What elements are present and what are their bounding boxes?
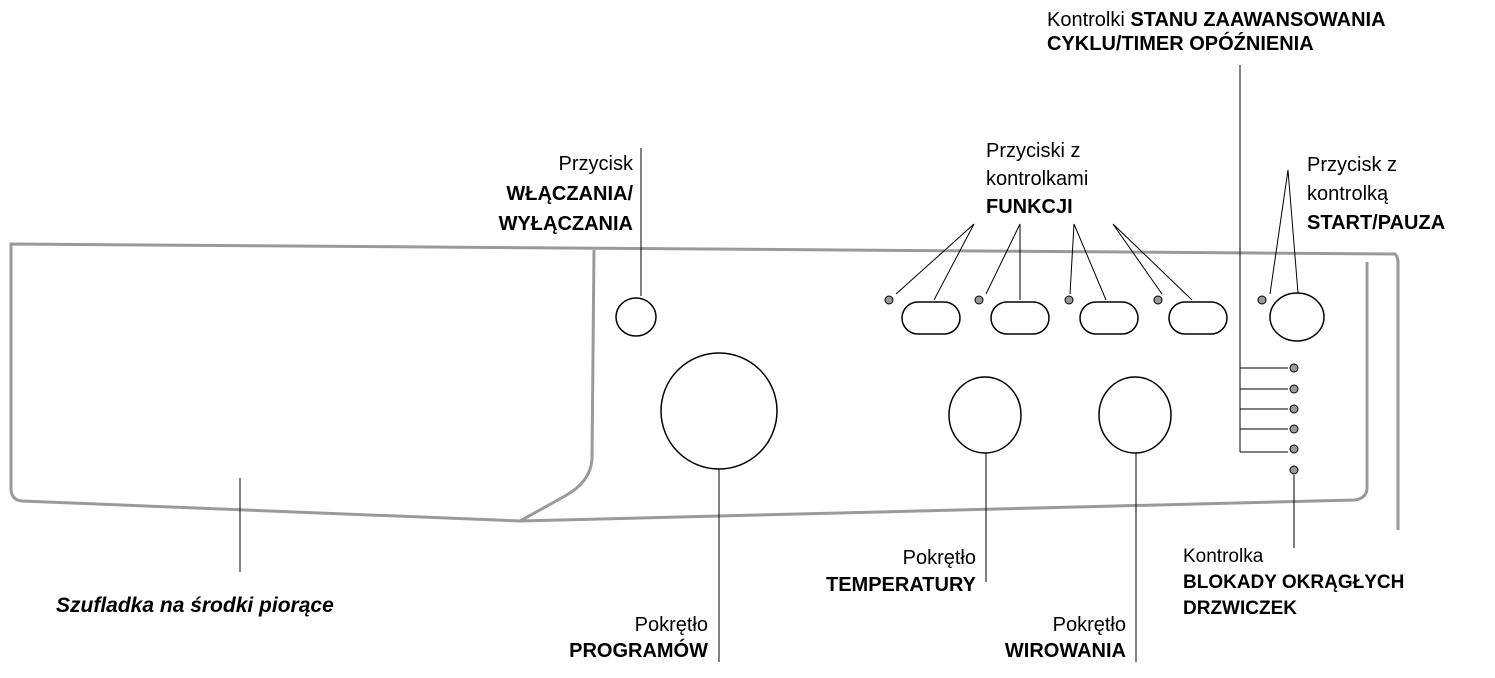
program-knob[interactable] [660,352,778,470]
door-lock-label: Kontrolka BLOKADY OKRĄGŁYCH DRZWICZEK [1183,544,1404,622]
start-label-line1: Przycisk z [1307,154,1397,176]
spin-knob[interactable] [1098,376,1172,454]
leader-lines [239,65,1299,662]
progress-led-4 [1289,424,1299,434]
progress-led-2 [1289,384,1299,394]
function-leader-3 [1069,223,1107,301]
function-label-line2: kontrolkami [986,168,1089,190]
function-label-line1: Przyciski z [986,140,1081,162]
function-leader-1 [895,223,975,301]
start-pause-leader [1269,169,1299,295]
power-label-line2: WŁĄCZANIA/ [506,183,633,205]
panel-top-edge [9,242,1400,265]
start-pause-button[interactable] [1269,292,1325,342]
function-leader-2 [985,223,1021,300]
function-led-4 [1153,295,1163,305]
door-lock-led [1289,465,1299,475]
progress-label-bold-1: STANU ZAAWANSOWANIA [1130,9,1386,31]
start-pause-label: Przycisk z kontrolką START/PAUZA [1307,151,1445,238]
function-button-4[interactable] [1168,301,1228,335]
start-label-line3: START/PAUZA [1307,212,1446,234]
progress-led-5 [1289,444,1299,454]
power-label-line3: WYŁĄCZANIA [498,213,633,235]
controls [615,292,1325,470]
progress-led-3 [1289,404,1299,414]
power-button[interactable] [615,297,657,337]
function-led-2 [974,295,984,305]
temperature-label-line2: TEMPERATURY [826,574,976,596]
progress-led-1 [1289,363,1299,373]
progress-label-bold-2: CYKLU/TIMER OPÓŹNIENIA [1047,33,1314,55]
function-buttons-label: Przyciski z kontrolkami FUNKCJI [986,137,1088,221]
power-label-line1: Przycisk [558,153,633,175]
spin-knob-label: Pokrętło WIROWANIA [1005,612,1126,664]
spin-label-line1: Pokrętło [1052,614,1126,636]
door-lock-label-line3: DRZWICZEK [1183,598,1297,619]
progress-indicator-label: Kontrolki STANU ZAAWANSOWANIA CYKLU/TIME… [1047,8,1386,56]
function-label-line3: FUNKCJI [986,196,1073,218]
door-lock-label-line2: BLOKADY OKRĄGŁYCH [1183,572,1405,593]
function-led-3 [1064,295,1074,305]
power-button-label: Przycisk WŁĄCZANIA/ WYŁĄCZANIA [499,149,633,239]
indicator-leds [884,295,1299,475]
program-knob-label: Pokrętło PROGRAMÓW [569,612,708,664]
function-button-2[interactable] [990,301,1050,335]
program-label-line1: Pokrętło [634,614,708,636]
drawer-label-text: Szufladka na środki piorące [56,594,334,617]
function-led-1 [884,295,894,305]
start-pause-led [1257,295,1267,305]
function-leader-4 [1112,223,1193,301]
temperature-knob[interactable] [948,376,1022,454]
drawer-separator [519,249,596,523]
drawer-label: Szufladka na środki piorące [56,594,334,618]
start-label-line2: kontrolką [1307,183,1389,205]
temperature-knob-label: Pokrętło TEMPERATURY [826,545,976,599]
program-label-line2: PROGRAMÓW [569,640,708,662]
progress-label-normal: Kontrolki [1047,9,1125,31]
spin-label-line2: WIROWANIA [1004,640,1126,662]
function-button-1[interactable] [901,301,961,335]
temperature-label-line1: Pokrętło [902,547,976,569]
function-button-3[interactable] [1079,301,1139,335]
panel-outline [9,242,1400,530]
door-lock-label-line1: Kontrolka [1183,546,1264,567]
